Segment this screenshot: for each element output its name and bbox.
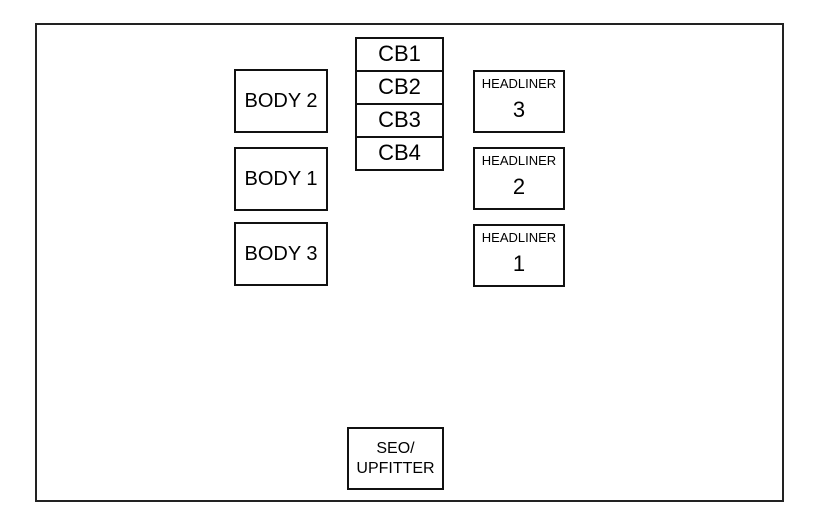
body-1-relay: BODY 1 (234, 147, 328, 211)
body-2-relay: BODY 2 (234, 69, 328, 133)
body-2-label: BODY 2 (244, 89, 318, 112)
upfitter-label: UPFITTER (356, 459, 435, 477)
cb2: CB2 (357, 72, 442, 105)
seo-upfitter: SEO/UPFITTER (347, 427, 444, 490)
headliner-number: 1 (512, 251, 526, 276)
headliner-number: 2 (512, 174, 526, 199)
headliner-label: HEADLINER (481, 76, 557, 91)
cb3: CB3 (357, 105, 442, 138)
fuse-block-outline (35, 23, 784, 502)
headliner-2: HEADLINER 2 (473, 147, 565, 210)
headliner-label: HEADLINER (481, 153, 557, 168)
body-3-relay: BODY 3 (234, 222, 328, 286)
seo-label: SEO/ (376, 439, 415, 457)
body-3-label: BODY 3 (244, 242, 318, 265)
headliner-label: HEADLINER (481, 230, 557, 245)
cb4: CB4 (378, 140, 421, 165)
headliner-number: 3 (512, 97, 526, 122)
headliner-1: HEADLINER 1 (473, 224, 565, 287)
cb1: CB1 (357, 39, 442, 72)
body-1-label: BODY 1 (244, 167, 318, 190)
headliner-3: HEADLINER 3 (473, 70, 565, 133)
circuit-breaker-stack: CB1 CB2 CB3 CB4 (355, 37, 444, 171)
